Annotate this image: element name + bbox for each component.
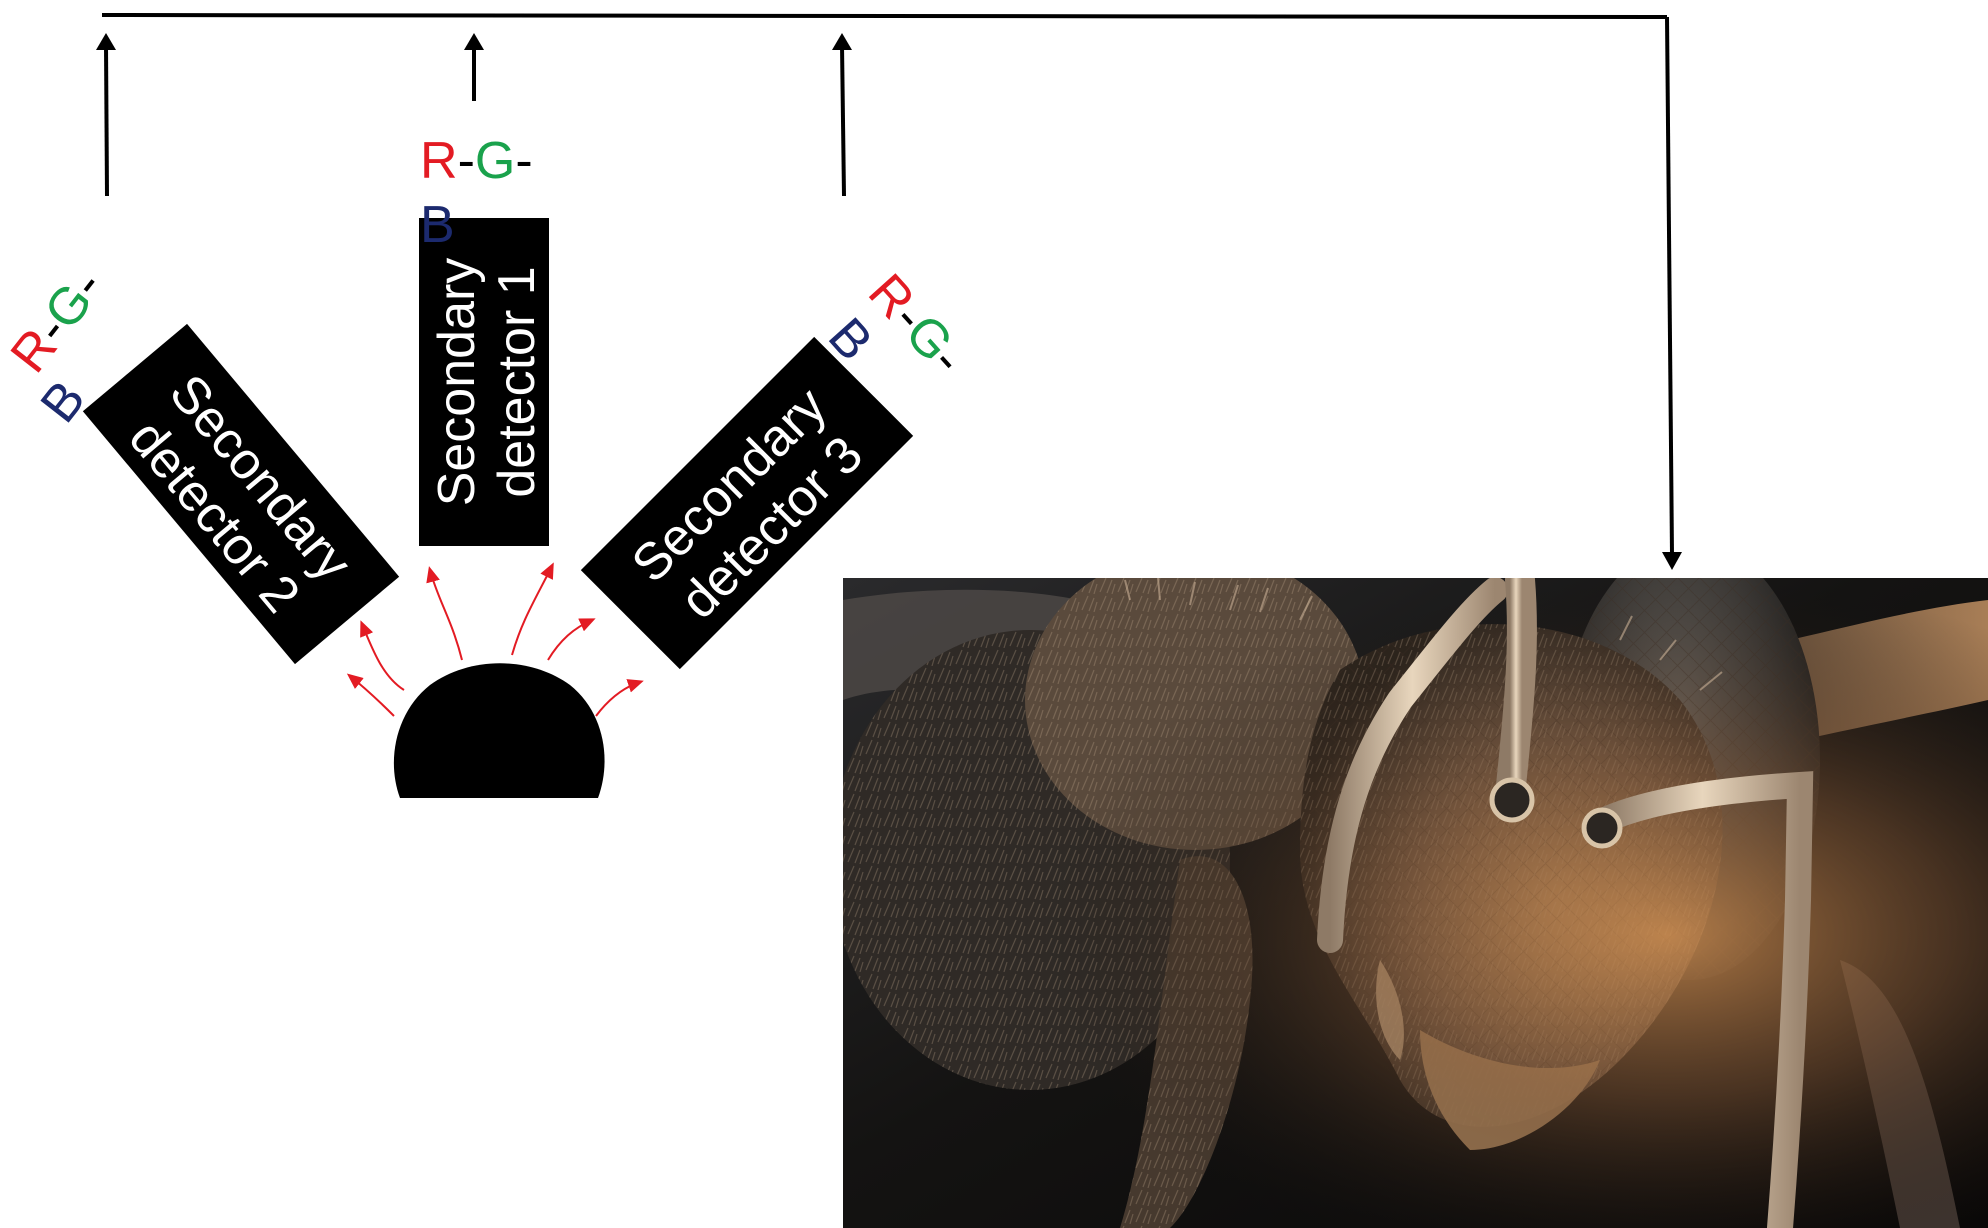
svg-text:R-G-: R-G- xyxy=(420,132,533,190)
svg-text:B: B xyxy=(420,196,455,254)
rgb-label-detector-2: R-G- xyxy=(0,259,115,383)
arrow-into-image-icon xyxy=(1662,552,1682,570)
secondary-detector-2: Secondary detector 2 xyxy=(83,324,399,664)
svg-text:R-G-: R-G- xyxy=(0,259,115,383)
signal-arrow-detector-3 xyxy=(842,45,844,196)
sample-dome xyxy=(394,663,605,798)
bee-sem-micrograph xyxy=(830,540,1988,1228)
signal-arrow-detector-2 xyxy=(106,45,107,196)
secondary-detector-1: Secondary detector 1 xyxy=(419,218,549,546)
detector-1-label-line2: detector 1 xyxy=(488,266,546,497)
detector-1-label-line1: Secondary xyxy=(428,258,486,507)
